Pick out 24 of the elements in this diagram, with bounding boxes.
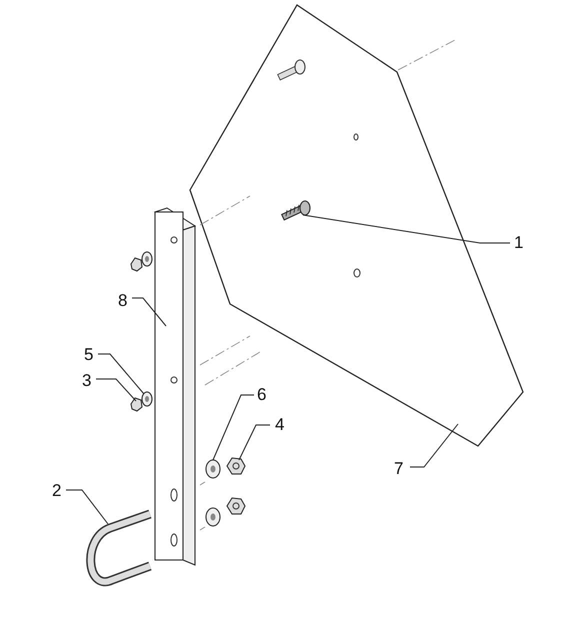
washer-drawing — [206, 460, 220, 478]
bar-drawing — [154, 207, 196, 566]
callout-number: 8 — [118, 292, 128, 310]
callout-number: 5 — [84, 346, 94, 364]
callout-number: 6 — [257, 386, 266, 404]
callout-number: 7 — [394, 460, 404, 478]
nut-drawing — [130, 397, 143, 412]
u-bolt-drawing — [86, 510, 152, 586]
leader-line — [132, 298, 166, 326]
leader-line — [212, 394, 254, 460]
leader-line — [410, 424, 458, 468]
callout-number: 4 — [275, 416, 284, 434]
plate-drawing — [189, 4, 524, 447]
bolt-drawing — [281, 200, 310, 221]
leader-line — [96, 378, 136, 402]
leader-line — [238, 424, 270, 460]
nut-drawing — [226, 457, 246, 474]
leader-line — [98, 354, 144, 394]
leader-line — [66, 490, 108, 524]
callout-number: 1 — [514, 234, 524, 252]
washer-drawing — [142, 392, 152, 406]
callout-number: 2 — [52, 482, 62, 500]
callout-number: 3 — [82, 372, 92, 390]
leader-line — [302, 214, 510, 244]
